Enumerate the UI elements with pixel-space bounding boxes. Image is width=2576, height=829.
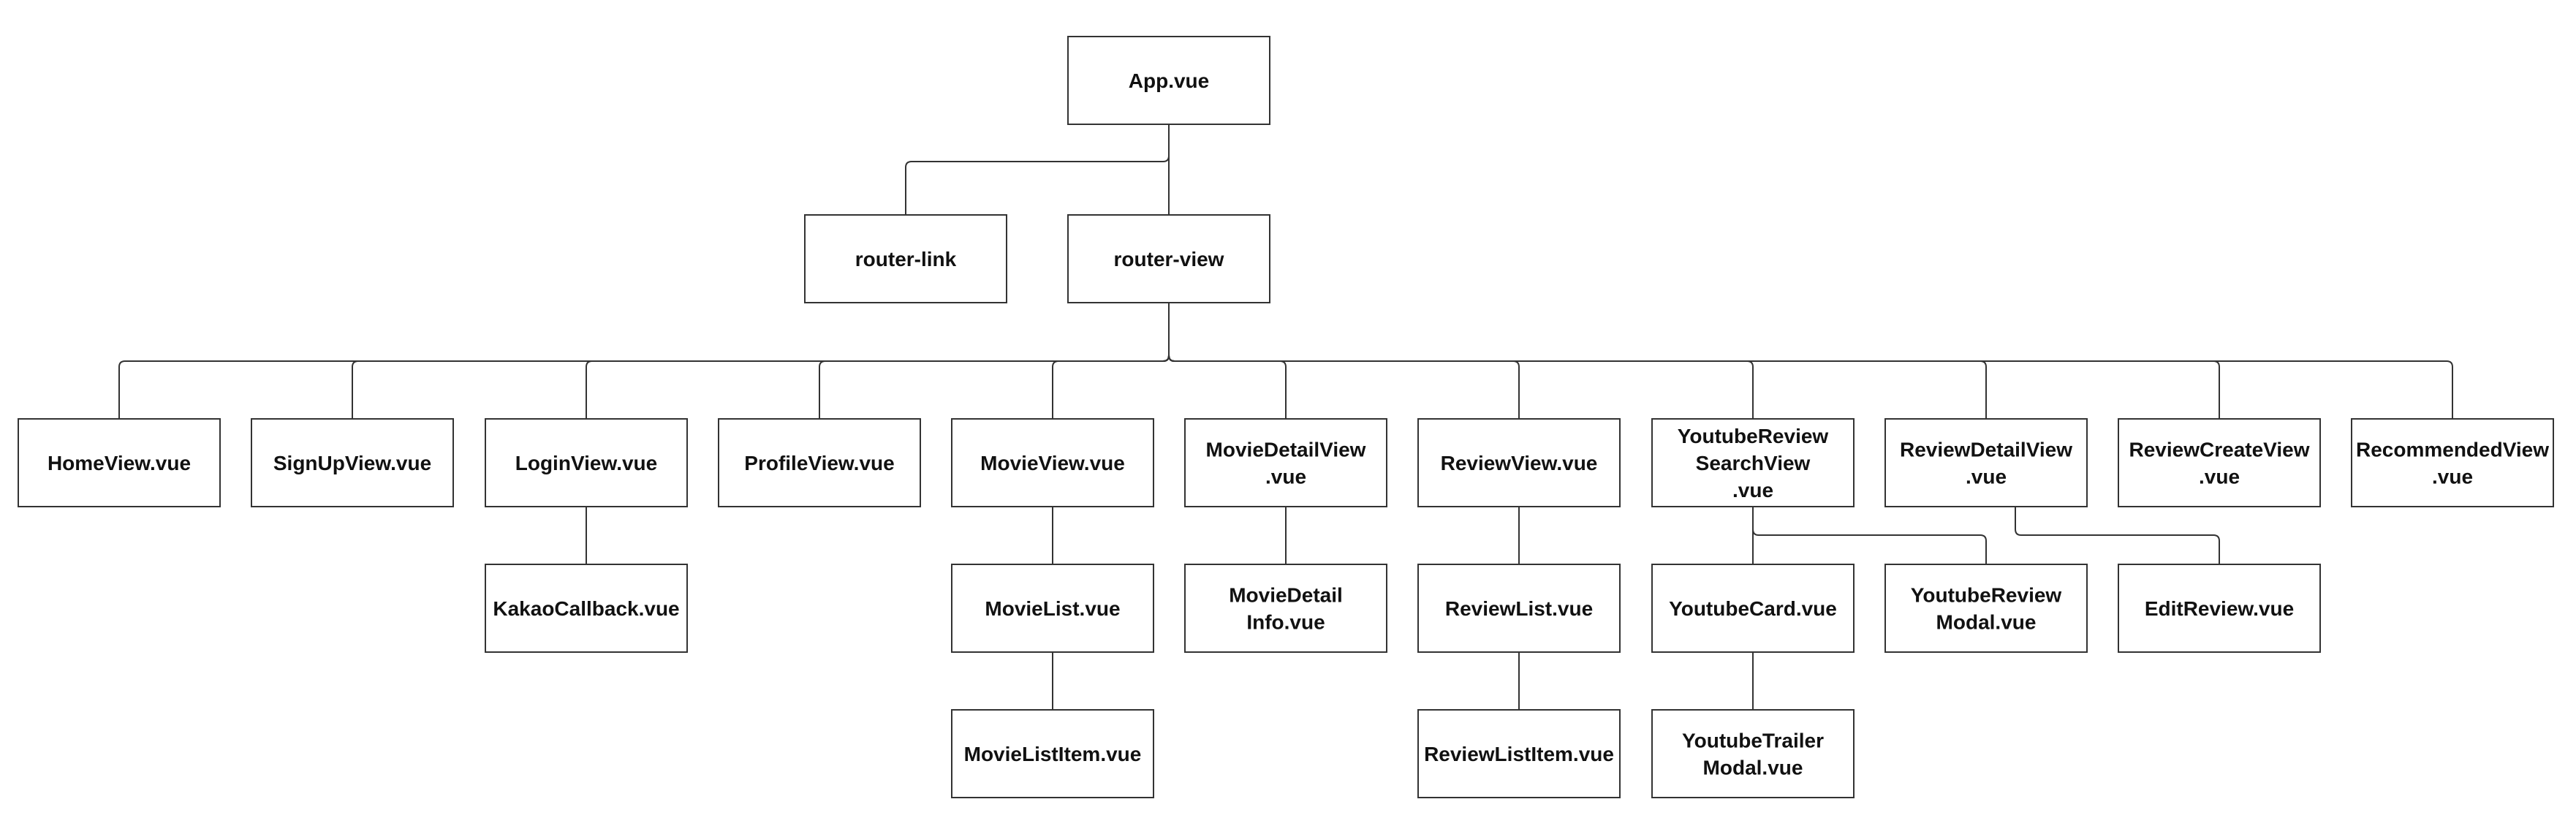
node-label: .vue: [1966, 466, 2007, 488]
node-review-detail-view: ReviewDetailView .vue: [1884, 418, 2088, 507]
node-label: ReviewList.vue: [1445, 597, 1593, 620]
node-label: KakaoCallback.vue: [493, 597, 679, 620]
node-label: YoutubeReview: [1911, 584, 2062, 607]
node-label: router-link: [855, 248, 957, 270]
node-review-create-view: ReviewCreateView .vue: [2118, 418, 2321, 507]
node-label: .vue: [2199, 466, 2240, 488]
node-label: App.vue: [1129, 69, 1209, 92]
node-edit-review: EditReview.vue: [2118, 564, 2321, 653]
node-label: ReviewDetailView: [1900, 439, 2072, 461]
node-box: [2118, 418, 2321, 507]
node-label: SearchView: [1696, 452, 1811, 474]
node-box: [951, 709, 1154, 798]
connector-review-detail-view-to-edit-review: [2015, 507, 2220, 564]
node-label: MovieList.vue: [985, 597, 1120, 620]
node-box: [1884, 418, 2088, 507]
node-youtube-card: YoutubeCard.vue: [1651, 564, 1855, 653]
node-label: SignUpView.vue: [273, 452, 431, 474]
node-box: [718, 418, 921, 507]
node-box: [1651, 418, 1855, 507]
node-box: [1184, 564, 1387, 653]
node-label: MovieView.vue: [980, 452, 1125, 474]
node-home-view: HomeView.vue: [18, 418, 221, 507]
node-app: App.vue: [1067, 36, 1270, 125]
node-box: [1651, 709, 1855, 798]
node-label: HomeView.vue: [48, 452, 191, 474]
node-profile-view: ProfileView.vue: [718, 418, 921, 507]
node-label: EditReview.vue: [2145, 597, 2294, 620]
node-label: ReviewCreateView: [2129, 439, 2310, 461]
node-box: [251, 418, 454, 507]
node-router-link: router-link: [804, 214, 1007, 303]
node-box: [1651, 564, 1855, 653]
node-box: [804, 214, 1007, 303]
node-label: LoginView.vue: [515, 452, 657, 474]
node-box: [485, 564, 688, 653]
node-label: ProfileView.vue: [744, 452, 894, 474]
node-box: [18, 418, 221, 507]
node-recommended-view: RecommendedView .vue: [2351, 418, 2554, 507]
node-box: [1417, 709, 1621, 798]
connector-youtube-review-search-view-to-youtube-review-modal: [1752, 507, 1987, 564]
node-label: RecommendedView: [2356, 439, 2549, 461]
node-box: [1067, 214, 1270, 303]
node-box: [1067, 36, 1270, 125]
connector-app-to-router-link: [905, 124, 1170, 215]
node-box: [2118, 564, 2321, 653]
connector-router-view-to-recommended-view: [1168, 303, 2453, 419]
node-label: YoutubeCard.vue: [1669, 597, 1837, 620]
node-label: MovieDetailView: [1206, 439, 1366, 461]
node-label: Info.vue: [1246, 611, 1325, 634]
node-movie-view: MovieView.vue: [951, 418, 1154, 507]
node-box: [1417, 564, 1621, 653]
node-box: [1184, 418, 1387, 507]
node-label: Modal.vue: [1703, 757, 1803, 779]
node-box: [1884, 564, 2088, 653]
node-review-list-item: ReviewListItem.vue: [1417, 709, 1621, 798]
node-movie-detail-view: MovieDetailView .vue: [1184, 418, 1387, 507]
node-label: MovieListItem.vue: [964, 743, 1142, 765]
node-movie-list-item: MovieListItem.vue: [951, 709, 1154, 798]
node-box: [1417, 418, 1621, 507]
node-label: .vue: [1265, 466, 1306, 488]
node-box: [951, 564, 1154, 653]
node-login-view: LoginView.vue: [485, 418, 688, 507]
node-box: [2351, 418, 2554, 507]
node-label: MovieDetail: [1229, 584, 1343, 607]
node-label: YoutubeTrailer: [1682, 730, 1824, 752]
node-box: [951, 418, 1154, 507]
node-box: [485, 418, 688, 507]
node-kakao-callback: KakaoCallback.vue: [485, 564, 688, 653]
node-review-view: ReviewView.vue: [1417, 418, 1621, 507]
node-movie-list: MovieList.vue: [951, 564, 1154, 653]
node-review-list: ReviewList.vue: [1417, 564, 1621, 653]
node-label: .vue: [2432, 466, 2473, 488]
component-nodes: App.vue router-link router-viewHomeView.vu…: [18, 36, 2554, 798]
node-label: Modal.vue: [1936, 611, 2037, 634]
connector-lines: [118, 124, 2453, 710]
connector-router-view-to-movie-view: [1052, 303, 1170, 419]
node-signup-view: SignUpView.vue: [251, 418, 454, 507]
node-label: ReviewView.vue: [1441, 452, 1598, 474]
node-label: .vue: [1732, 479, 1773, 501]
node-label: router-view: [1114, 248, 1224, 270]
node-router-view: router-view: [1067, 214, 1270, 303]
node-label: YoutubeReview: [1678, 425, 1829, 447]
node-label: ReviewListItem.vue: [1424, 743, 1614, 765]
